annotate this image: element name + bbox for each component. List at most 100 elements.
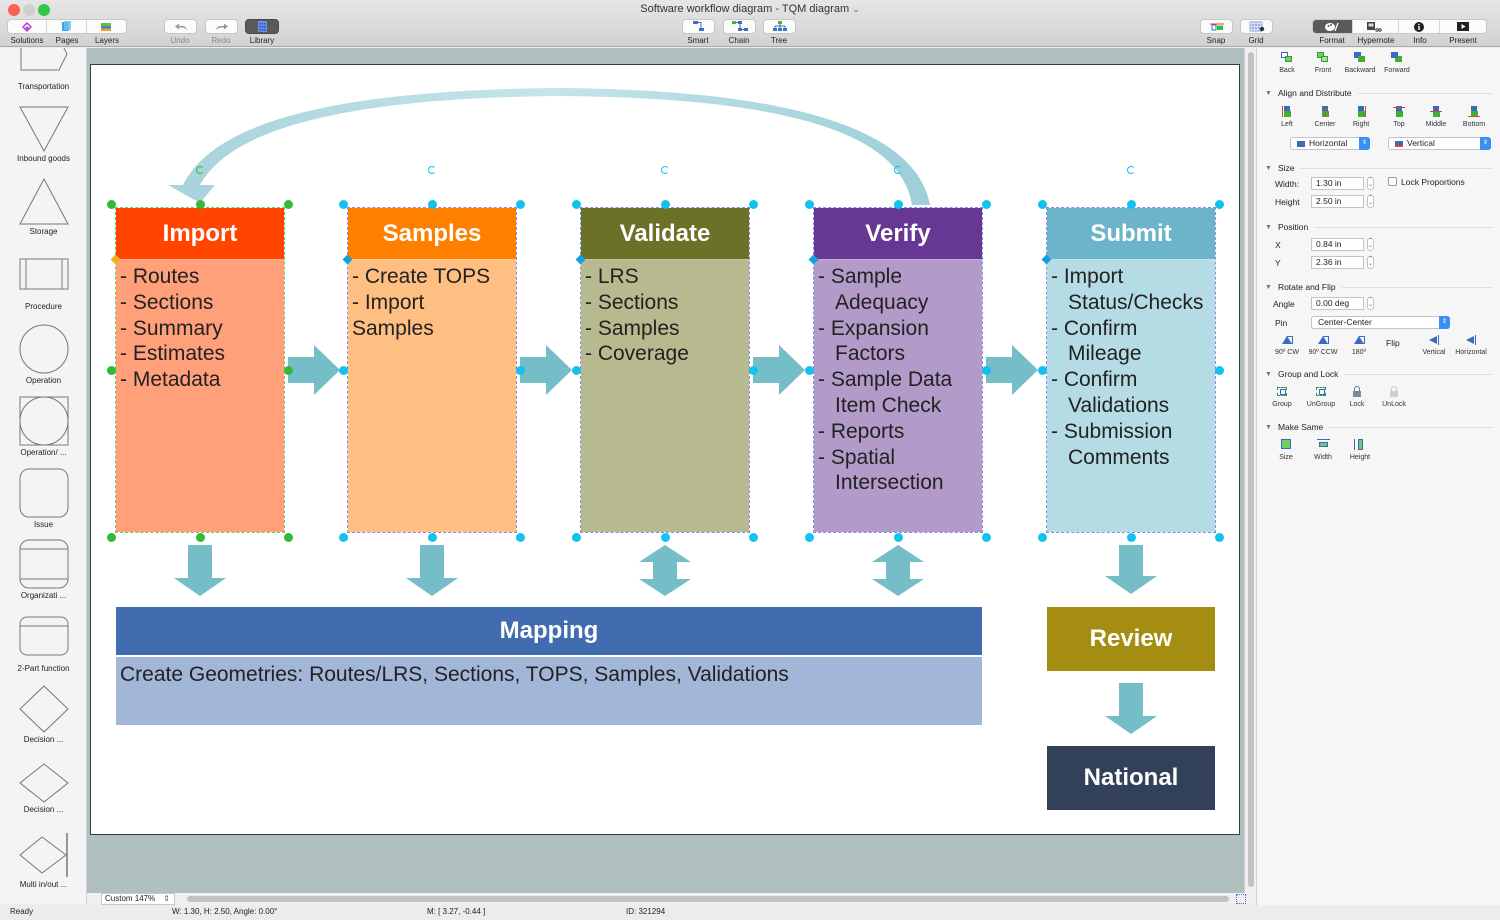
resize-handle[interactable] (1214, 532, 1224, 542)
horizontal-scroll-thumb[interactable] (187, 896, 1229, 902)
align-distribute-section[interactable]: ▼Align and Distribute (1265, 88, 1493, 98)
align-bottom-button[interactable]: Bottom (1456, 106, 1492, 128)
zoom-window-button[interactable] (38, 4, 50, 16)
resize-handle[interactable] (893, 199, 903, 209)
height-stepper[interactable]: ⌃⌄ (1367, 195, 1374, 208)
resize-handle[interactable] (660, 199, 670, 209)
lock-proportions-checkbox[interactable] (1388, 177, 1397, 186)
bring-to-front-button[interactable]: Front (1305, 52, 1341, 74)
rotate-90-cw-button[interactable]: 90º CW (1269, 334, 1305, 356)
library-shape-organization[interactable]: Organizati ... (0, 539, 86, 600)
info-tab[interactable] (1399, 20, 1440, 33)
width-field[interactable]: 1.30 in (1311, 177, 1364, 190)
align-top-button[interactable]: Top (1381, 106, 1417, 128)
rotate-flip-section[interactable]: ▼Rotate and Flip (1265, 282, 1493, 292)
rotate-handle[interactable] (196, 166, 204, 174)
rotate-handle[interactable] (894, 166, 902, 174)
library-shape-decision-2[interactable]: Decision ... (0, 763, 86, 814)
make-same-size-button[interactable]: Size (1268, 439, 1304, 461)
resize-handle[interactable] (748, 365, 758, 375)
size-section[interactable]: ▼Size (1265, 163, 1493, 173)
canvas-area[interactable] (87, 48, 1244, 893)
disclosure-triangle-icon[interactable]: ▼ (1265, 89, 1272, 97)
resize-handle[interactable] (1214, 365, 1224, 375)
vertical-scrollbar[interactable] (1244, 48, 1256, 893)
resize-handle[interactable] (804, 532, 814, 542)
fit-page-icon[interactable] (1236, 894, 1246, 904)
layers-button[interactable] (87, 20, 126, 33)
resize-handle[interactable] (106, 199, 116, 209)
make-same-section[interactable]: ▼Make Same (1265, 422, 1493, 432)
rotate-handle[interactable] (428, 166, 436, 174)
resize-handle[interactable] (106, 532, 116, 542)
resize-handle[interactable] (1037, 532, 1047, 542)
resize-handle[interactable] (195, 199, 205, 209)
resize-handle[interactable] (515, 199, 525, 209)
resize-handle[interactable] (571, 365, 581, 375)
resize-handle[interactable] (981, 199, 991, 209)
rotate-180-button[interactable]: 180º (1341, 334, 1377, 356)
y-stepper[interactable]: ⌃⌄ (1367, 256, 1374, 269)
present-tab[interactable] (1440, 20, 1486, 33)
width-stepper[interactable]: ⌃⌄ (1367, 177, 1374, 190)
resize-handle[interactable] (804, 199, 814, 209)
resize-handle[interactable] (660, 532, 670, 542)
resize-handle[interactable] (1037, 365, 1047, 375)
send-backward-button[interactable]: Backward (1342, 52, 1378, 74)
rotate-90-ccw-button[interactable]: 90º CCW (1305, 334, 1341, 356)
angle-field[interactable]: 0.00 deg (1311, 297, 1364, 310)
y-position-field[interactable]: 2.36 in (1311, 256, 1364, 269)
bring-forward-button[interactable]: Forward (1379, 52, 1415, 74)
resize-handle[interactable] (106, 365, 116, 375)
tree-button[interactable] (763, 19, 796, 34)
resize-handle[interactable] (427, 532, 437, 542)
position-section[interactable]: ▼Position (1265, 222, 1493, 232)
minimize-window-button[interactable] (23, 4, 35, 16)
group-unlock-button[interactable]: UnLock (1376, 386, 1412, 408)
rotate-handle[interactable] (661, 166, 669, 174)
height-field[interactable]: 2.50 in (1311, 195, 1364, 208)
close-window-button[interactable] (8, 4, 20, 16)
redo-button[interactable] (205, 19, 238, 34)
group-ungroup-button[interactable]: UnGroup (1303, 386, 1339, 408)
angle-stepper[interactable]: ⌃⌄ (1367, 297, 1374, 310)
hypernote-tab[interactable] (1353, 20, 1400, 33)
group-group-button[interactable]: Group (1264, 386, 1300, 408)
disclosure-triangle-icon[interactable]: ▼ (1265, 164, 1272, 172)
library-shape-inbound-goods[interactable]: Inbound goods (0, 106, 86, 163)
resize-handle[interactable] (338, 532, 348, 542)
resize-handle[interactable] (748, 532, 758, 542)
resize-handle[interactable] (893, 532, 903, 542)
make-same-width-button[interactable]: Width (1305, 439, 1341, 461)
resize-handle[interactable] (571, 532, 581, 542)
grid-button[interactable] (1240, 19, 1273, 34)
align-middle-button[interactable]: Middle (1418, 106, 1454, 128)
library-shape-operation[interactable]: Operation (0, 324, 86, 385)
disclosure-triangle-icon[interactable]: ▼ (1265, 370, 1272, 378)
make-same-height-button[interactable]: Height (1342, 439, 1378, 461)
align-left-button[interactable]: Left (1269, 106, 1305, 128)
format-tab[interactable] (1313, 20, 1353, 33)
resize-handle[interactable] (1126, 199, 1136, 209)
resize-handle[interactable] (195, 532, 205, 542)
library-shape-transportation[interactable]: Transportation (0, 48, 86, 91)
undo-button[interactable] (164, 19, 197, 34)
resize-handle[interactable] (981, 532, 991, 542)
distribute-vertical-select[interactable]: Vertical⇕ (1388, 137, 1491, 150)
document-title[interactable]: Software workflow diagram - TQM diagram (640, 3, 850, 15)
group-lock-button[interactable]: Lock (1339, 386, 1375, 408)
library-button[interactable] (245, 19, 279, 34)
flip-vertical-button[interactable]: Vertical (1416, 334, 1452, 356)
resize-handle[interactable] (1126, 532, 1136, 542)
chevron-down-icon[interactable]: ⌄ (852, 4, 860, 14)
send-to-back-button[interactable]: Back (1269, 52, 1305, 74)
resize-handle[interactable] (515, 532, 525, 542)
disclosure-triangle-icon[interactable]: ▼ (1265, 283, 1272, 291)
zoom-level-select[interactable]: Custom 147%⇕ (101, 893, 175, 905)
smart-button[interactable] (682, 19, 715, 34)
library-shape-operation-inspection[interactable]: Operation/ ... (0, 396, 86, 457)
resize-handle[interactable] (427, 199, 437, 209)
align-right-button[interactable]: Right (1343, 106, 1379, 128)
solutions-button[interactable] (8, 20, 48, 33)
resize-handle[interactable] (338, 199, 348, 209)
